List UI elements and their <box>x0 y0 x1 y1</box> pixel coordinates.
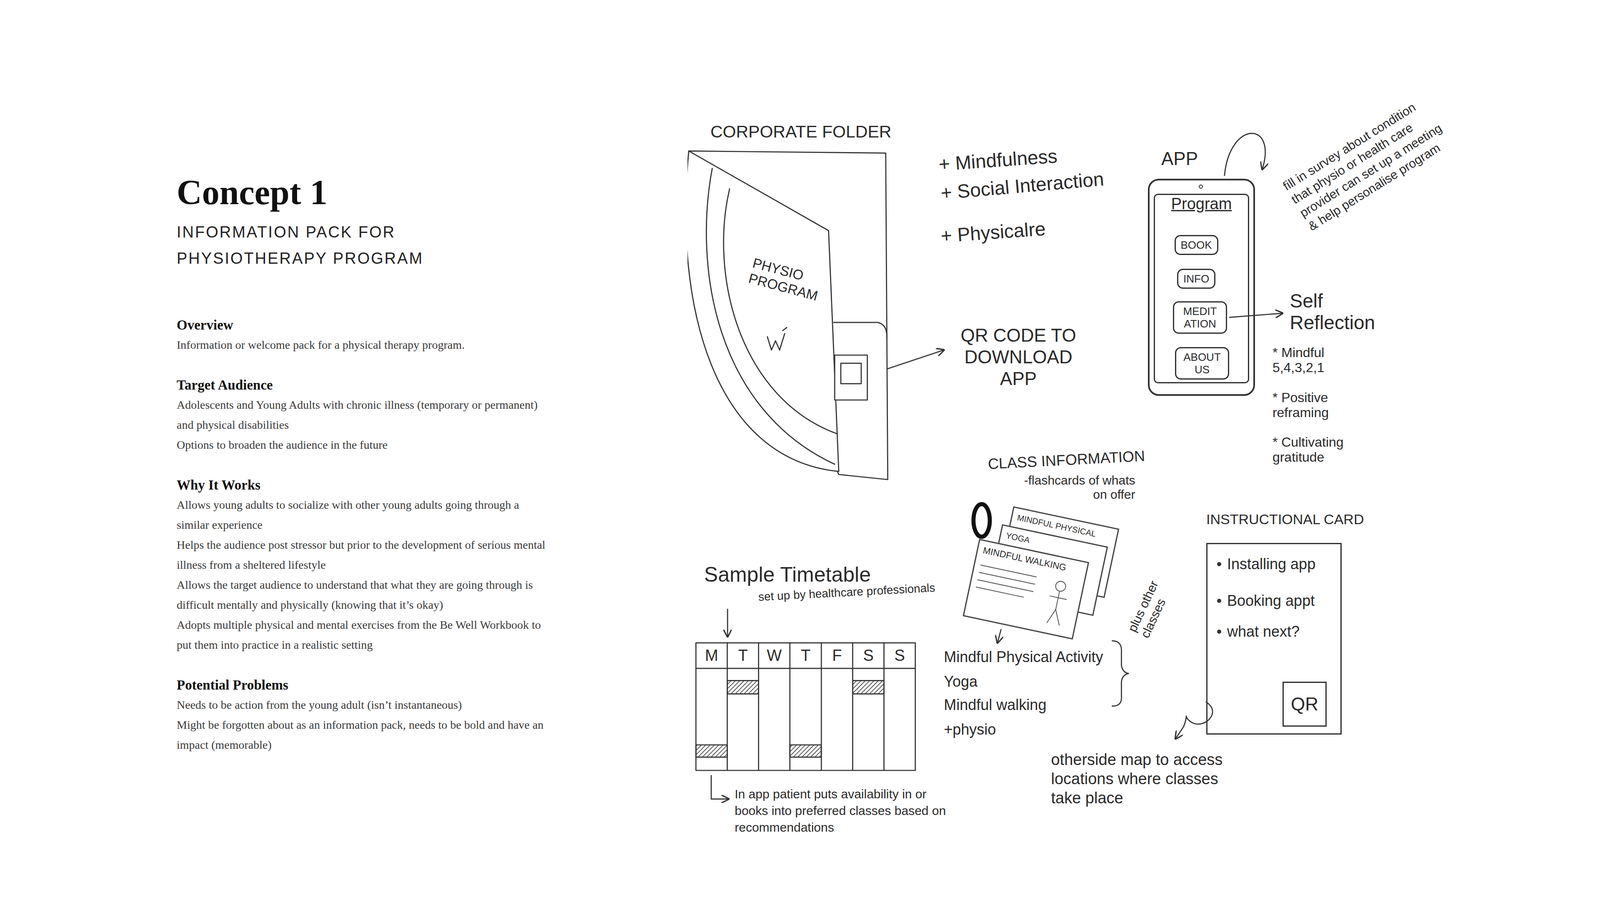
page-title: Concept 1 <box>176 175 328 210</box>
phone-camera <box>1198 184 1203 189</box>
qr-box: QR <box>1282 681 1327 727</box>
timetable-grid <box>695 642 916 771</box>
section-heading: Target Audience <box>176 375 548 395</box>
feature-bullet: * Positive reframing <box>1272 390 1360 420</box>
class-list-item: +physio <box>943 720 996 739</box>
curly-brace <box>1112 640 1129 707</box>
section-heading: Overview <box>176 315 548 335</box>
card-heading: INSTRUCTIONAL CARD <box>1206 510 1364 528</box>
screen-title: Program <box>1153 194 1250 213</box>
bullet-dot <box>1217 629 1222 634</box>
card-item: what next? <box>1227 622 1300 641</box>
class-list-item: Yoga <box>943 672 978 691</box>
app-button: MEDIT ATION <box>1172 301 1228 334</box>
class-list-item: Mindful Physical Activity <box>943 647 1103 666</box>
side-note: plus other classes <box>1125 563 1181 640</box>
table-cell: T <box>738 645 748 665</box>
section-note: -flashcards of whats on offer <box>1010 473 1135 502</box>
survey-note: fill in survey about condition that phys… <box>1280 92 1455 235</box>
leader-arrow <box>711 775 729 799</box>
feature-note: Self Reflection <box>1290 290 1393 334</box>
body-text: Adolescents and Young Adults with chroni… <box>176 395 548 435</box>
class-list-item: Mindful walking <box>943 695 1047 714</box>
app-button: BOOK <box>1174 235 1219 255</box>
body-text: Might be forgotten about as an informati… <box>176 715 548 755</box>
table-cell: F <box>832 645 842 665</box>
text-column: OverviewInformation or welcome pack for … <box>176 315 548 755</box>
section-note: Sample Timetable <box>704 562 871 588</box>
map-note: otherside map to access locations where … <box>1050 750 1243 808</box>
body-text: Options to broaden the audience in the f… <box>176 435 548 455</box>
folder-outline <box>687 118 909 486</box>
body-text: Helps the audience post stressor but pri… <box>176 535 548 575</box>
table-cell: S <box>894 645 905 665</box>
table-cell: M <box>705 645 719 665</box>
section-heading: Why It Works <box>176 475 548 495</box>
table-cell: T <box>800 645 811 665</box>
card-label: YOGA <box>1005 530 1031 546</box>
benefit-note: + Physicalre <box>940 217 1047 248</box>
bullet-dot <box>1217 598 1222 603</box>
app-button: INFO <box>1177 268 1216 289</box>
button-label: ABOUT US <box>1181 350 1223 376</box>
leader-arrow <box>1229 313 1283 318</box>
timetable-note: In app patient puts availability in or b… <box>734 785 960 836</box>
section-note: CLASS INFORMATION <box>987 447 1145 474</box>
folder-heading: CORPORATE FOLDER <box>710 121 892 142</box>
card-item: Installing app <box>1227 555 1316 574</box>
table-cell: W <box>766 645 782 665</box>
feature-bullet: * Mindful 5,4,3,2,1 <box>1272 345 1360 375</box>
button-label: INFO <box>1183 272 1210 285</box>
section-heading: Potential Problems <box>176 675 548 695</box>
body-text: Needs to be action from the young adult … <box>176 695 548 715</box>
table-cell: S <box>863 645 874 665</box>
leader-arrow <box>727 609 729 637</box>
instructional-card: INSTRUCTIONAL CARD Installing appBooking … <box>1206 510 1366 735</box>
body-text: Information or welcome pack for a physic… <box>176 335 548 355</box>
leader-arrow <box>1224 133 1266 176</box>
benefit-note: + Mindfulness <box>937 145 1058 177</box>
concept-subtitle: INFORMATION PACK FOR PHYSIOTHERAPY PROGR… <box>176 219 448 272</box>
qr-note: QR CODE TO DOWNLOAD APP <box>947 324 1090 390</box>
box-label: QR <box>1290 693 1319 715</box>
button-label: MEDIT ATION <box>1179 305 1221 330</box>
binder-ring <box>973 504 990 537</box>
bullet-dot <box>1217 562 1222 567</box>
card-item: Booking appt <box>1227 591 1315 610</box>
app-button: ABOUT US <box>1175 347 1230 380</box>
body-text: Allows the target audience to understand… <box>176 575 548 615</box>
button-label: BOOK <box>1180 238 1213 252</box>
phone-heading: APP <box>1161 147 1198 170</box>
body-text: Allows young adults to socialize with ot… <box>176 495 548 535</box>
corporate-folder: CORPORATE FOLDERPHYSIO PROGRAM <box>687 118 909 486</box>
leader-arrow <box>997 629 1002 643</box>
app-phone: APP ProgramBOOK INFO MEDIT ATION ABOUT US <box>1147 147 1255 398</box>
feature-bullet: * Cultivating gratitude <box>1272 434 1360 465</box>
body-text: Adopts multiple physical and mental exer… <box>176 615 548 655</box>
